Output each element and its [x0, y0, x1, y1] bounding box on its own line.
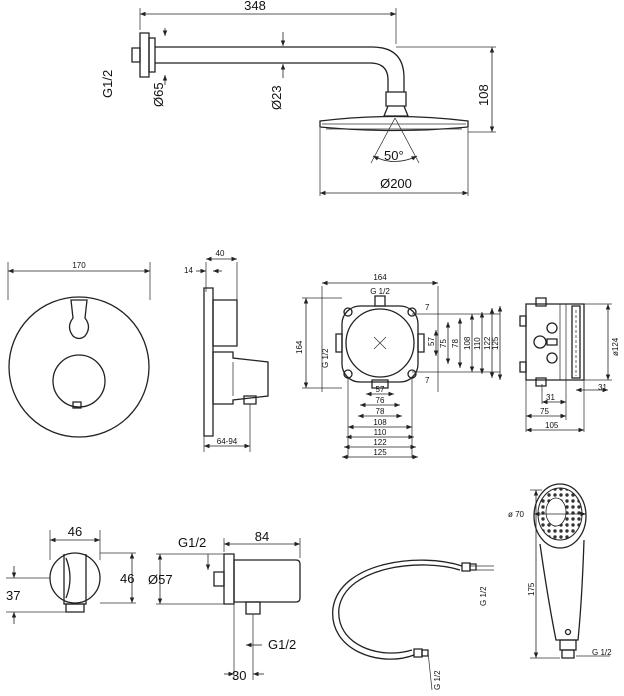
box-corner-label: 7 — [425, 303, 430, 312]
box-side-d3: 75 — [540, 407, 549, 416]
hand-shower-drawing: ø 70 175 G 1/2 — [508, 484, 612, 658]
arm-length-label: 348 — [244, 0, 266, 13]
mixer-depth-label: 40 — [216, 249, 225, 258]
box-side-thread-label: G 1/2 — [321, 348, 330, 368]
mixer-side-drawing: 40 14 64-94 — [184, 249, 268, 452]
box-w-dim-4: 110 — [374, 428, 387, 437]
hand-shower-thread-label: G 1/2 — [592, 648, 612, 657]
outlet-diameter-label: Ø57 — [148, 572, 173, 587]
outlet-offset-side-label: 30 — [232, 668, 246, 683]
hand-shower-diameter-label: ø 70 — [508, 510, 525, 519]
box-top-width-label: 164 — [373, 273, 387, 282]
spray-angle-label: 50° — [384, 148, 404, 163]
box-h-dim-4: 110 — [473, 337, 482, 350]
box-side-d1: 31 — [598, 383, 607, 392]
box-side-diameter-label: ø124 — [611, 337, 620, 356]
box-w-dim-2: 78 — [376, 407, 385, 416]
hand-shower-length-label: 175 — [527, 582, 536, 596]
box-w-dim-6: 125 — [373, 448, 387, 457]
hose-drawing: G 1/2 G 1/2 — [333, 560, 494, 690]
outlet-height-label: 46 — [120, 571, 134, 586]
shower-head-drawing: 348 G1/2 Ø65 Ø23 108 50° Ø200 — [100, 0, 496, 196]
box-front-drawing: 164 G 1/2 164 G 1/2 7 7 57 75 78 108 110… — [295, 273, 503, 460]
hose-thread-right-label: G 1/2 — [479, 586, 488, 606]
box-width-dims: 57 76 78 108 110 122 125 — [342, 378, 418, 460]
outlet-offset-label: 37 — [6, 588, 20, 603]
height-label: 108 — [476, 84, 491, 106]
box-h-dim-0: 57 — [427, 337, 436, 346]
outlet-length-label: 84 — [255, 529, 269, 544]
flange-diameter-label: Ø65 — [151, 82, 166, 107]
outlet-width-label: 46 — [68, 524, 82, 539]
box-w-dim-1: 76 — [376, 396, 385, 405]
wall-outlet-front-drawing: 46 46 37 — [6, 524, 136, 624]
wall-outlet-side-drawing: 84 G1/2 Ø57 G1/2 30 — [148, 529, 300, 683]
box-side-d2: 31 — [546, 393, 555, 402]
box-top-thread-label: G 1/2 — [370, 287, 390, 296]
box-height-label: 164 — [295, 340, 304, 354]
box-h-dim-3: 108 — [463, 336, 472, 350]
mixer-front-drawing: 170 — [8, 261, 150, 437]
box-w-dim-3: 108 — [373, 418, 387, 427]
mixer-adjust-label: 64-94 — [217, 437, 238, 446]
thread-label: G1/2 — [100, 70, 115, 98]
box-height-dims: 57 75 78 108 110 122 125 — [412, 306, 503, 380]
mixer-plate-label: 14 — [184, 266, 193, 275]
box-h-dim-1: 75 — [439, 339, 448, 348]
head-diameter-label: Ø200 — [380, 176, 412, 191]
box-w-dim-5: 122 — [373, 438, 387, 447]
box-h-dim-6: 125 — [491, 336, 500, 350]
hose-thread-left-label: G 1/2 — [433, 670, 442, 690]
box-h-dim-2: 78 — [451, 339, 460, 348]
outlet-thread-bottom-label: G1/2 — [268, 637, 296, 652]
box-side-d4: 105 — [545, 421, 559, 430]
mixer-width-label: 170 — [72, 261, 86, 270]
box-h-dim-5: 122 — [483, 336, 492, 350]
arm-diameter-label: Ø23 — [269, 85, 284, 110]
outlet-thread-top-label: G1/2 — [178, 535, 206, 550]
box-w-dim-0: 57 — [376, 385, 385, 394]
box-corner-bottom-label: 7 — [425, 376, 430, 385]
box-side-drawing: ø124 31 31 75 105 — [520, 298, 620, 433]
